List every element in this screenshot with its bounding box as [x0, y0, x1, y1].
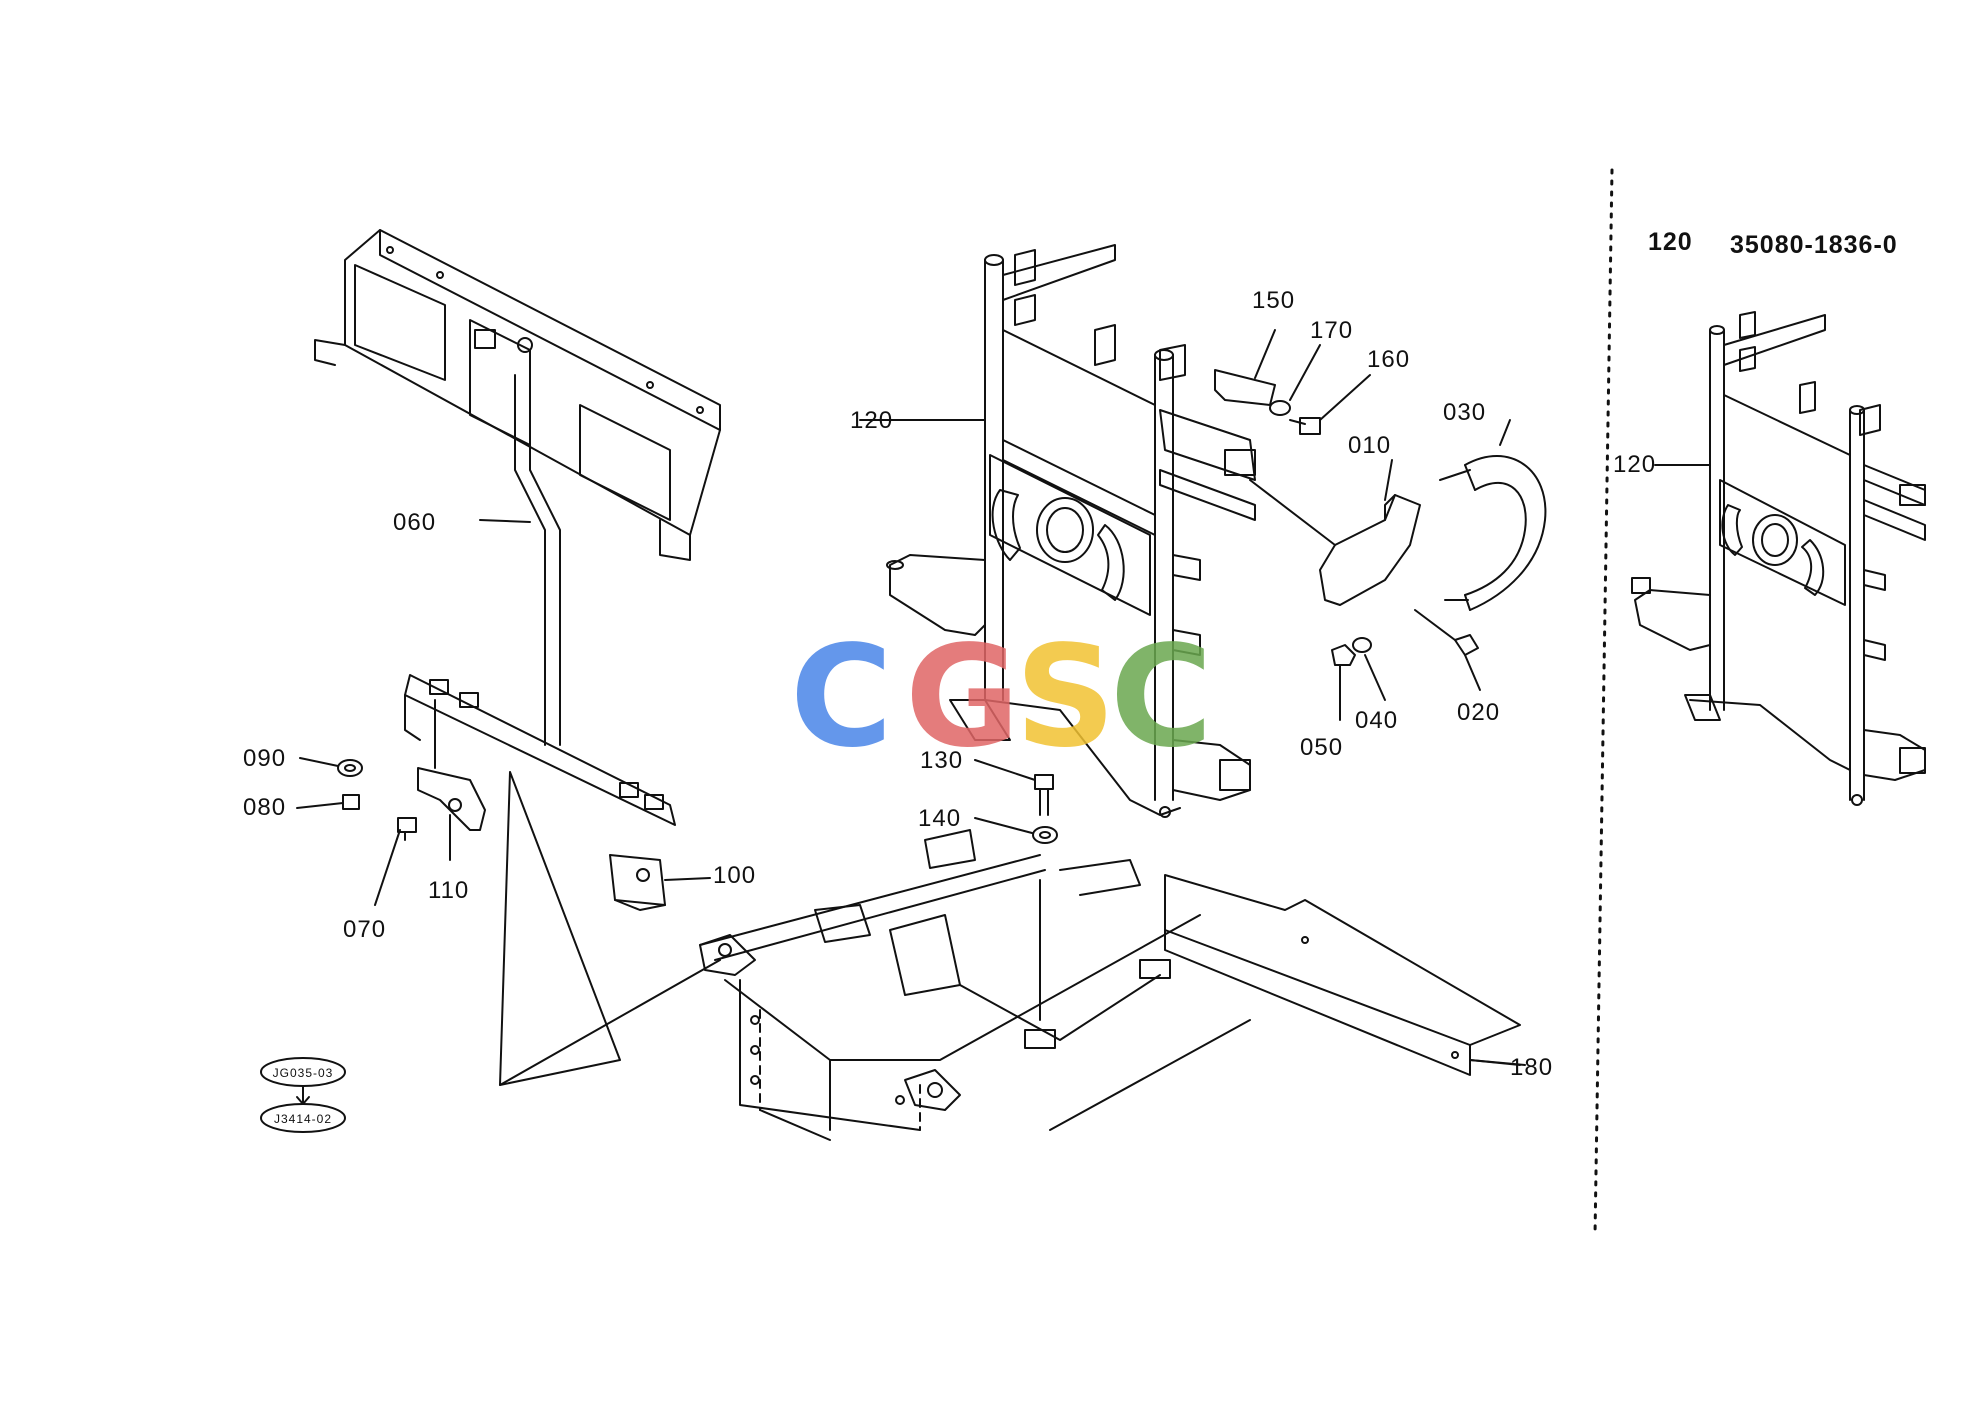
watermark-letter-4: C — [1110, 616, 1213, 779]
label-130: 130 — [920, 747, 963, 774]
reference-ovals — [260, 1057, 346, 1133]
part-040-washer — [1352, 637, 1386, 701]
part-150-bracket — [1214, 329, 1276, 406]
reference-bottom: J3414-02 — [274, 1112, 332, 1126]
label-180: 180 — [1510, 1054, 1553, 1081]
side-panel-label-120: 120 — [1613, 451, 1656, 478]
label-120: 120 — [850, 407, 893, 434]
label-080: 080 — [243, 794, 286, 821]
leader-lines — [479, 419, 1521, 1066]
label-090: 090 — [243, 745, 286, 772]
part-090-washer — [299, 757, 363, 777]
label-160: 160 — [1367, 346, 1410, 373]
part-180-plate — [1059, 859, 1526, 1076]
label-050: 050 — [1300, 734, 1343, 761]
part-030-strap — [1439, 419, 1547, 611]
part-170-washer — [1269, 344, 1321, 416]
watermark-letter-1: C — [790, 616, 893, 779]
part-160-bolt — [1289, 374, 1371, 435]
label-070: 070 — [343, 916, 386, 943]
label-140: 140 — [918, 805, 961, 832]
watermark-letter-2: G — [905, 616, 1020, 779]
part-110-plate — [417, 767, 486, 861]
label-110: 110 — [428, 877, 469, 904]
lower-chassis — [699, 829, 1251, 1141]
label-030: 030 — [1443, 399, 1486, 426]
label-150: 150 — [1252, 287, 1295, 314]
watermark-letter-3: S — [1015, 616, 1116, 779]
part-080-nut — [296, 794, 360, 810]
assembly-guide-lines — [434, 699, 721, 1086]
part-010-bracket — [1249, 459, 1421, 606]
side-panel-part-number: 35080-1836-0 — [1730, 231, 1898, 259]
part-060-upper-frame — [314, 229, 721, 826]
part-100-clamp — [609, 854, 711, 911]
part-140-washer — [974, 817, 1058, 844]
part-070-bolt — [374, 817, 417, 906]
reference-top: JG035-03 — [273, 1066, 334, 1080]
part-130-bolt — [974, 759, 1054, 816]
label-040: 040 — [1355, 707, 1398, 734]
label-170: 170 — [1310, 317, 1353, 344]
label-010: 010 — [1348, 432, 1391, 459]
side-panel-part-120-thumbnail — [1631, 311, 1926, 806]
label-020: 020 — [1457, 699, 1500, 726]
watermark-logo: C G S C — [790, 616, 1213, 779]
part-050-nut — [1331, 644, 1356, 721]
part-020-bolt — [1414, 609, 1481, 691]
label-060: 060 — [393, 509, 436, 536]
side-panel-ref-number: 120 — [1648, 228, 1693, 256]
label-100: 100 — [713, 862, 756, 889]
side-panel-divider — [1593, 168, 1614, 1237]
